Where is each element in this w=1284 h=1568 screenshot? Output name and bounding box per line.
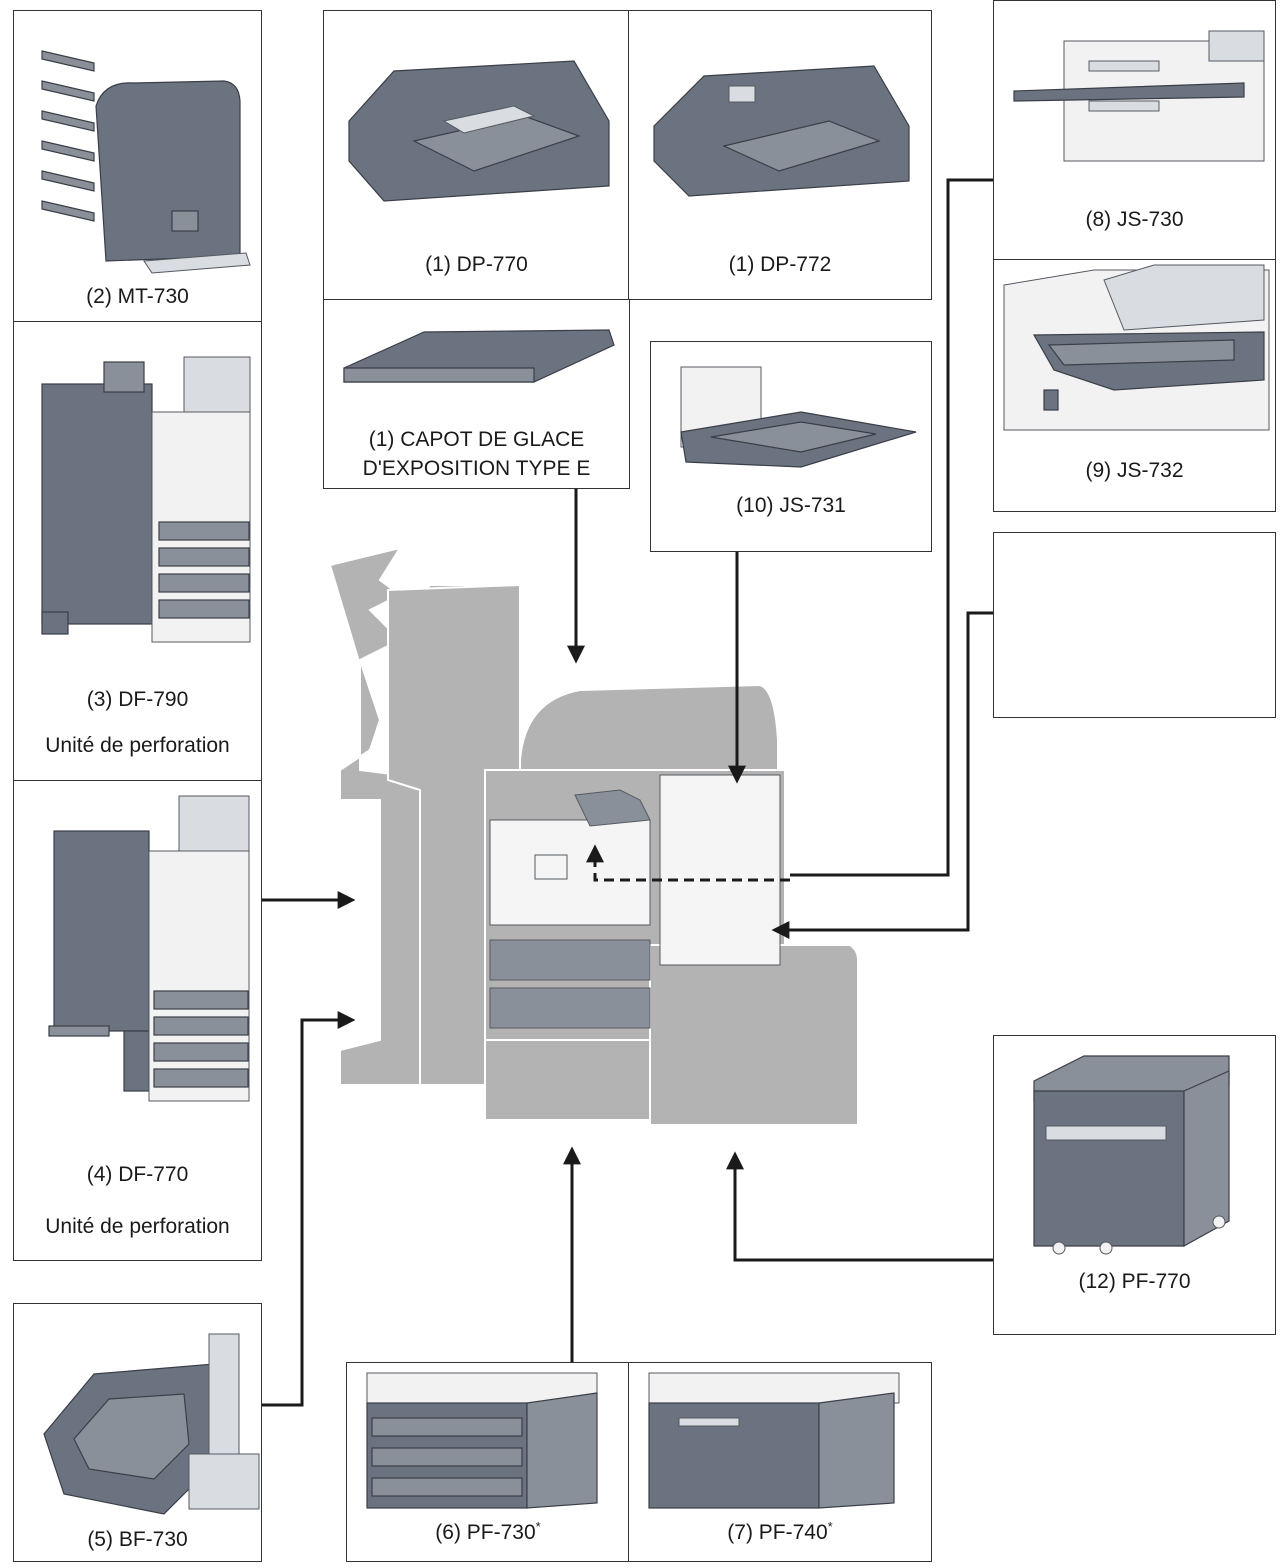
- label-pf730: (6) PF-730*: [435, 1519, 541, 1544]
- box-pf740: (7) PF-740*: [628, 1362, 932, 1562]
- label-df770-sub: Unité de perforation: [45, 1215, 230, 1238]
- side-feeder: [649, 944, 859, 1126]
- label-bf730: (5) BF-730: [87, 1528, 188, 1551]
- label-df790-sub: Unité de perforation: [45, 734, 230, 757]
- pf770-illustration: [1033, 1055, 1230, 1255]
- box-bf730: (5) BF-730: [13, 1303, 262, 1562]
- label-df790: (3) DF-790: [86, 688, 189, 711]
- label-pf770: (12) PF-770: [1078, 1270, 1191, 1293]
- pf730-illustration: [366, 1372, 598, 1509]
- mt730-illustration: [41, 50, 251, 274]
- js732-illustration: [1003, 264, 1270, 431]
- line-js730: [790, 178, 993, 877]
- box-capot: (1) CAPOT DE GLACE D'EXPOSITION TYPE E: [323, 299, 630, 489]
- box-dp770: (1) DP-770: [323, 10, 630, 300]
- dp770-illustration: [348, 60, 610, 202]
- mailbox-trays: [41, 50, 95, 222]
- label-js732: (9) JS-732: [1085, 459, 1184, 482]
- dashed-path: [586, 844, 790, 882]
- label-js731: (10) JS-731: [736, 494, 846, 517]
- box-mt730: (2) MT-730: [13, 10, 262, 322]
- label-df770: (4) DF-770: [86, 1163, 189, 1186]
- pf740-illustration: [648, 1372, 900, 1509]
- box-js731: (10) JS-731: [650, 341, 932, 552]
- df790-illustration: [41, 356, 251, 643]
- arrow-right-box: [771, 611, 993, 939]
- capot-illustration: [343, 329, 615, 383]
- box-js730: (8) JS-730: [993, 0, 1276, 260]
- js731-illustration: [680, 366, 917, 468]
- box-empty: [993, 532, 1276, 718]
- box-pf730: (6) PF-730*: [346, 1362, 630, 1562]
- box-pf770: (12) PF-770: [993, 1035, 1276, 1335]
- js730-illustration: [1013, 30, 1265, 162]
- connectors: [262, 178, 993, 1407]
- machine-details: [489, 774, 781, 1029]
- dp772-illustration: [653, 65, 910, 197]
- arrow-bf730: [262, 1011, 356, 1407]
- arrow-pf770: [726, 1151, 993, 1262]
- box-df790: (3) DF-790 Unité de perforation: [13, 321, 262, 781]
- box-dp772: (1) DP-772: [628, 10, 932, 300]
- label-capot-line2: D'EXPOSITION TYPE E: [362, 457, 591, 480]
- label-capot-line1: (1) CAPOT DE GLACE: [368, 428, 585, 451]
- label-pf740: (7) PF-740*: [727, 1519, 833, 1544]
- label-dp770: (1) DP-770: [425, 253, 528, 276]
- label-mt730: (2) MT-730: [86, 285, 189, 308]
- df770-illustration: [48, 795, 250, 1102]
- box-df770: (4) DF-770 Unité de perforation: [13, 780, 262, 1261]
- box-js732: (9) JS-732: [993, 259, 1276, 512]
- label-dp772: (1) DP-772: [728, 253, 832, 276]
- label-js730: (8) JS-730: [1085, 208, 1184, 231]
- base-cabinet: [484, 1039, 651, 1121]
- adf-top: [519, 683, 779, 777]
- bf730-illustration: [43, 1333, 260, 1515]
